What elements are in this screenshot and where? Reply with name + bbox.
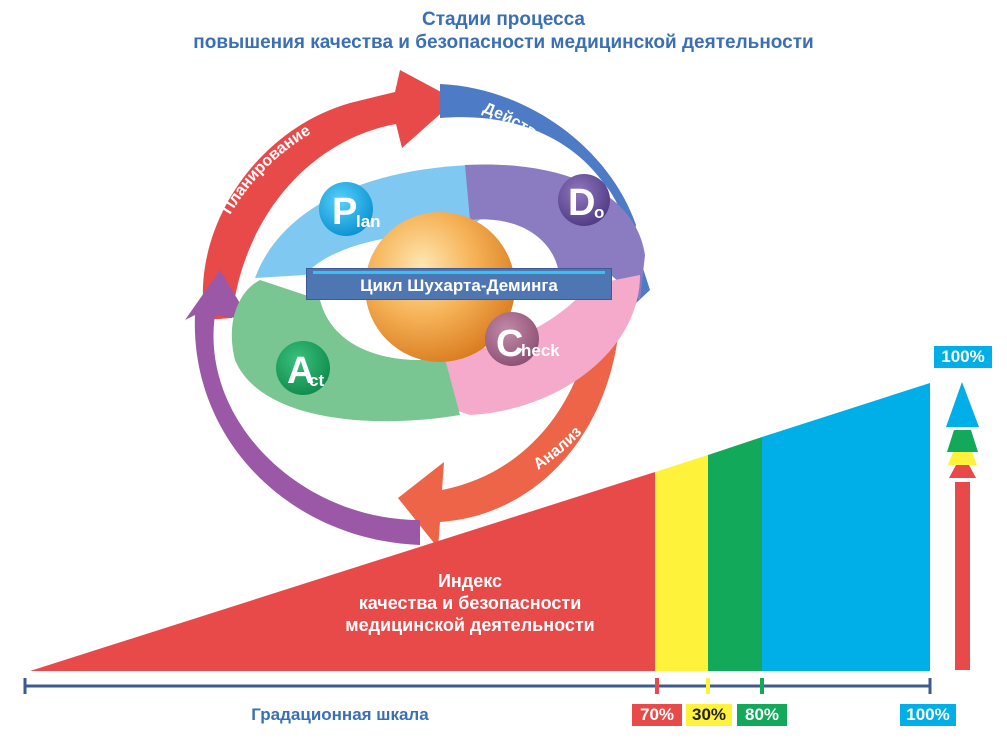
wedge-red xyxy=(30,472,655,671)
act-circle xyxy=(276,341,330,395)
management-arc xyxy=(185,270,420,545)
index-line-2: качества и безопасности xyxy=(358,593,582,613)
indicator-green xyxy=(947,430,978,452)
indicator-blue xyxy=(946,382,979,427)
top-100-badge: 100% xyxy=(934,346,992,368)
title-line-1: Стадии процесса xyxy=(422,9,585,30)
plan-circle xyxy=(319,182,373,236)
act-rest: ct xyxy=(309,371,324,390)
mark-80-badge: 80% xyxy=(737,704,787,726)
wedge-green xyxy=(708,437,762,671)
plan-arrow xyxy=(255,165,505,278)
plan-rest: lan xyxy=(356,212,381,231)
check-rest: heck xyxy=(521,341,560,360)
index-line-3: медицинской деятельности xyxy=(345,615,595,635)
page-title: Стадии процесса повышения качества и без… xyxy=(0,8,1007,54)
mark-70-badge: 70% xyxy=(632,704,682,726)
indicator-red-cap xyxy=(949,465,976,478)
do-letter: D xyxy=(568,182,595,224)
check-letter: C xyxy=(496,323,523,365)
check-circle xyxy=(485,312,539,366)
wedge-blue xyxy=(762,383,930,671)
act-letter: A xyxy=(287,350,314,392)
mark-100-badge: 100% xyxy=(900,704,956,726)
title-line-2: повышения качества и безопасности медици… xyxy=(193,32,814,53)
indicator-red-bar xyxy=(955,482,970,670)
index-line-1: Индекс xyxy=(437,571,503,591)
indicator-yellow xyxy=(948,452,977,465)
cycle-label: Цикл Шухарта-Деминга xyxy=(306,268,612,300)
scale-label: Градационная шкала xyxy=(251,705,429,724)
wedge-yellow xyxy=(655,455,708,671)
index-label: Индекс качества и безопасности медицинск… xyxy=(330,570,610,636)
mark-30-badge: 30% xyxy=(686,704,732,726)
plan-letter: P xyxy=(332,191,357,233)
do-rest: o xyxy=(594,203,604,222)
do-circle xyxy=(558,174,610,226)
